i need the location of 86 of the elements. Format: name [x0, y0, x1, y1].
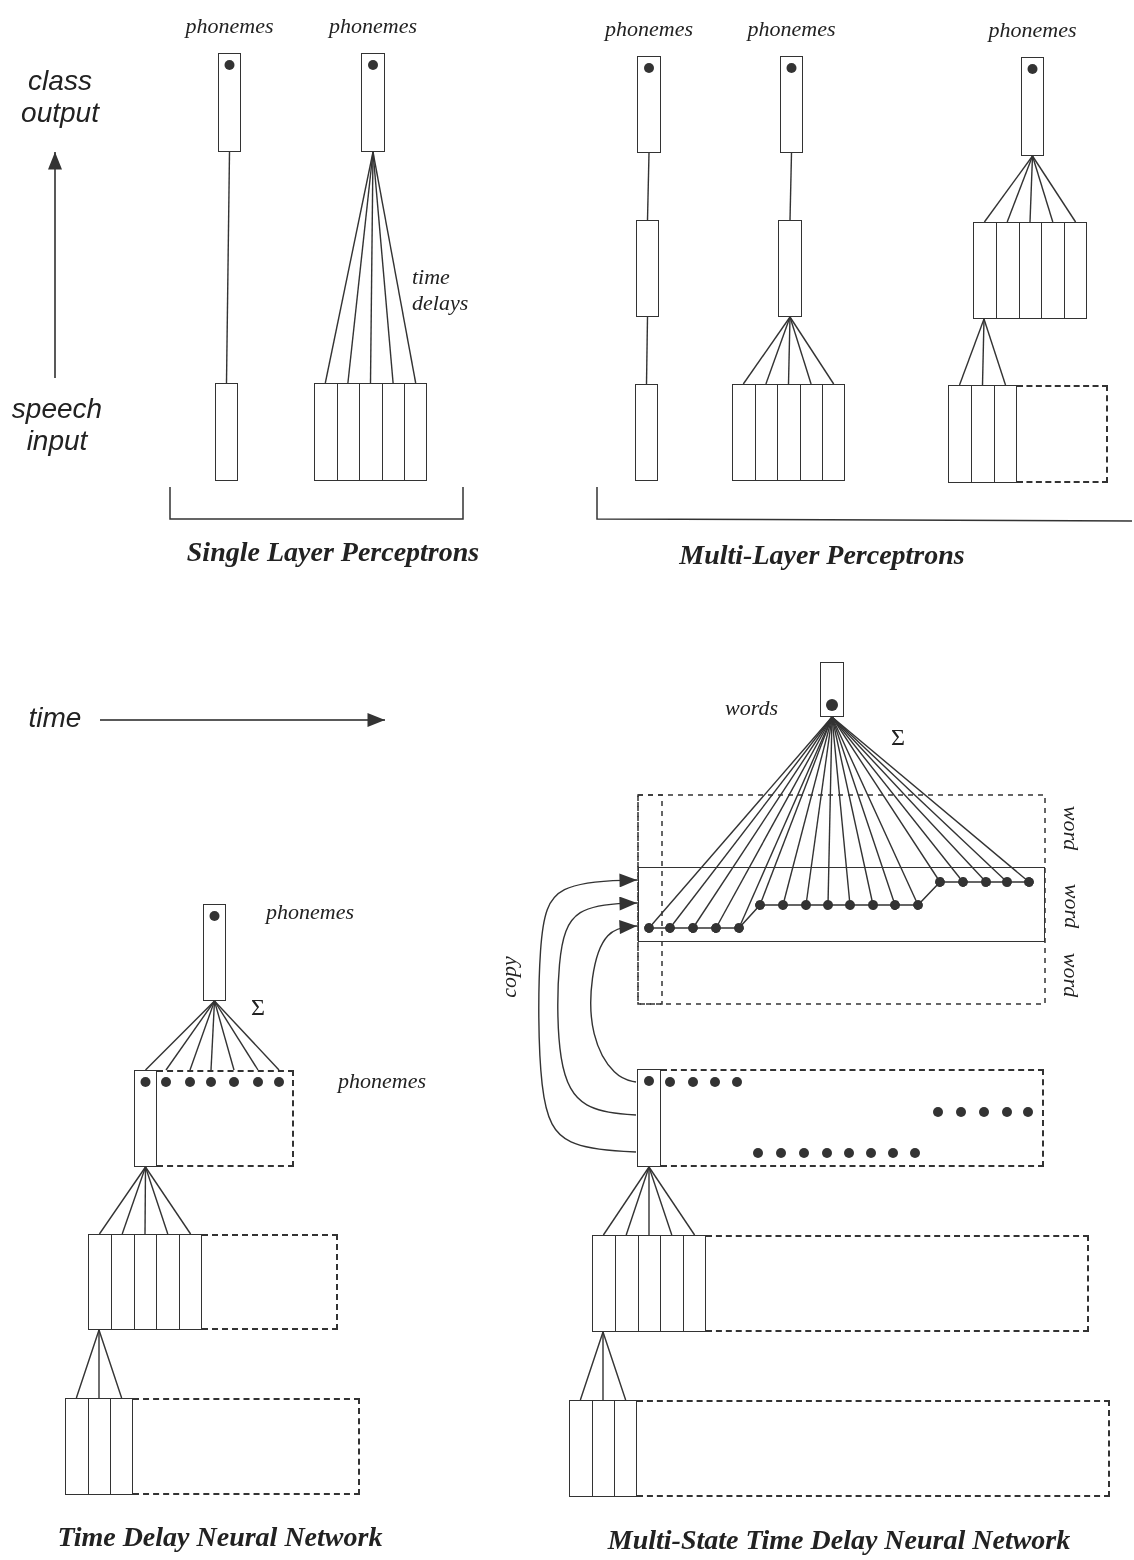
time-window-box [706, 1235, 1089, 1332]
connection-line [602, 1331, 627, 1401]
unit-box [635, 384, 658, 481]
connection-line [765, 316, 791, 385]
time-window-box [133, 1398, 360, 1495]
connection-line [144, 1166, 169, 1235]
axis-caption: class output [20, 65, 101, 129]
copy-arrow [538, 873, 638, 1153]
row-label: word [1058, 805, 1084, 851]
layer-label: phonemes [266, 900, 354, 925]
summation-symbol: Σ [891, 723, 905, 751]
connection-line [789, 316, 835, 385]
connection-line [1031, 155, 1054, 223]
panel-title: Time Delay Neural Network [57, 1521, 383, 1553]
connection-line [625, 1166, 650, 1236]
connection-line [75, 1329, 100, 1399]
time-window-box [637, 1400, 1110, 1497]
layer-label: phonemes [988, 17, 1077, 42]
input-window-box [314, 383, 427, 481]
layer-label: phonemes [329, 13, 417, 38]
connection-line [648, 1166, 673, 1236]
connection-line [98, 1166, 147, 1235]
layer-label: words [725, 696, 778, 721]
connection-line [372, 151, 417, 384]
connection-line [787, 316, 791, 385]
row-label: word [1058, 952, 1084, 998]
summation-symbol: Σ [251, 993, 265, 1021]
connection-line [983, 155, 1034, 223]
axis-caption: speech input [10, 393, 104, 457]
connection-line [646, 152, 650, 221]
time-window-box [661, 1069, 1044, 1167]
connection-line [645, 316, 649, 385]
connection-line [789, 152, 793, 221]
connection-line [648, 1166, 696, 1236]
connection-line [983, 318, 1007, 386]
connection-line [213, 1000, 235, 1071]
connection-line [98, 1329, 123, 1399]
copy-arrow [590, 920, 638, 1083]
connection-line [165, 1000, 216, 1071]
panel-title: Multi-Layer Perceptrons [679, 539, 965, 571]
annotation-text: time delays [412, 264, 470, 316]
input-window-box [732, 384, 845, 481]
row-label: copy [496, 956, 522, 998]
layer-label: phonemes [605, 16, 693, 41]
axis-caption: time [28, 702, 82, 734]
unit-box [215, 383, 238, 481]
connection-line [98, 1329, 100, 1399]
unit-box [778, 220, 802, 317]
connection-line [144, 1166, 147, 1235]
input-window-box [592, 1235, 706, 1332]
panel-title: Single Layer Perceptrons [186, 536, 480, 568]
row-label: word [1059, 883, 1085, 928]
connection-line [1031, 155, 1077, 223]
layer-label: phonemes [185, 13, 274, 38]
connection-line [579, 1331, 604, 1401]
connection-line [602, 1166, 650, 1236]
connection-line [213, 1000, 280, 1071]
unit-box [134, 1070, 157, 1167]
connection-line [121, 1166, 147, 1235]
input-window-box [88, 1234, 202, 1330]
connection-line [144, 1000, 216, 1071]
unit-box [636, 220, 659, 317]
connection-line [981, 318, 985, 386]
connection-line [369, 151, 374, 384]
connection-line [1006, 155, 1034, 223]
input-window-box [973, 222, 1087, 319]
connection-line [602, 1331, 604, 1401]
layer-label: phonemes [747, 16, 836, 41]
copy-arrow [557, 896, 638, 1116]
input-window-box [569, 1400, 637, 1497]
connection-line [1029, 155, 1034, 223]
connection-line [213, 1000, 259, 1071]
connection-line [958, 318, 985, 386]
connection-line [189, 1000, 216, 1071]
connection-line [648, 1166, 650, 1236]
connection-line [742, 316, 791, 385]
connection-line [144, 1166, 192, 1235]
time-window-box [202, 1234, 338, 1330]
input-window-box [65, 1398, 133, 1495]
connection-line [225, 151, 231, 384]
input-window-box [948, 385, 1017, 483]
time-window-box [1017, 385, 1108, 483]
connection-line [789, 316, 812, 385]
layer-label: phonemes [338, 1069, 426, 1094]
unit-box [637, 1069, 661, 1167]
panel-title: Multi-State Time Delay Neural Network [607, 1524, 1071, 1556]
